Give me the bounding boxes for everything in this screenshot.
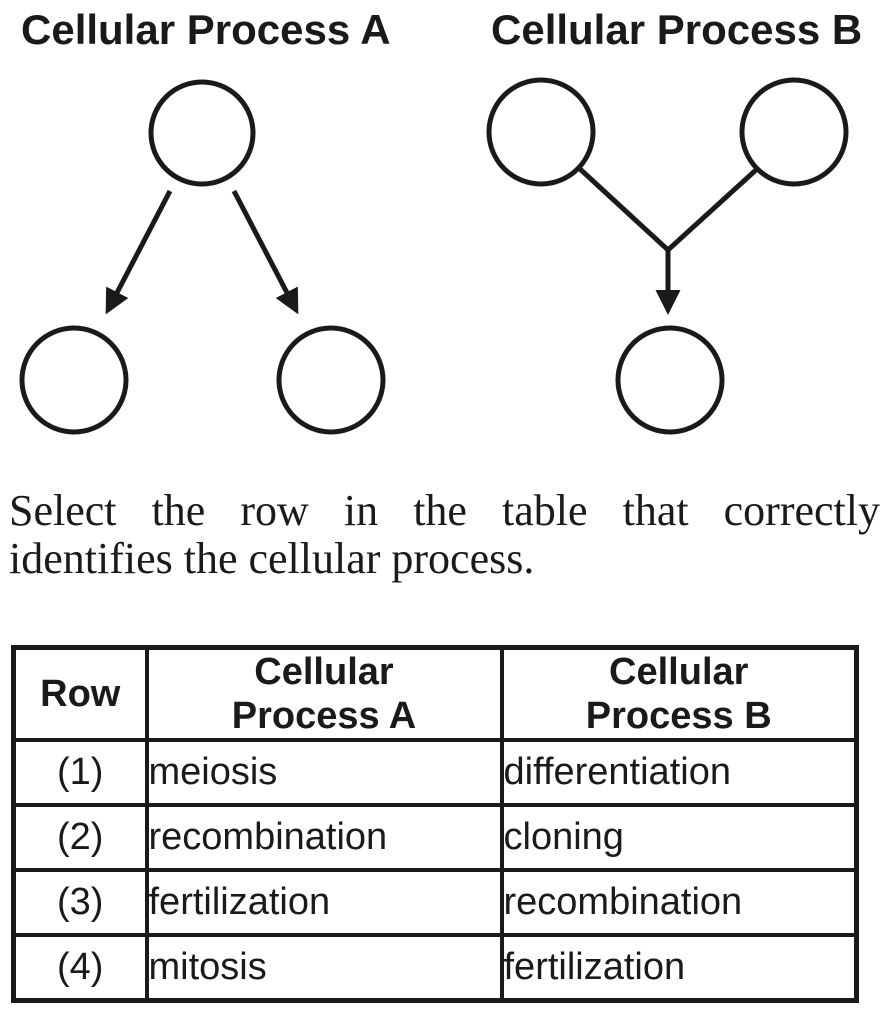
diagram-a-title: Cellular Process A bbox=[21, 6, 391, 53]
row-label-cell: (2) bbox=[11, 803, 149, 872]
answer-table: Row Cellular Process A Cellular Process … bbox=[11, 645, 859, 1003]
answer-row-2[interactable]: (2) recombination cloning bbox=[11, 803, 859, 872]
row-label-cell: (1) bbox=[11, 738, 149, 807]
diagram-b-title: Cellular Process B bbox=[491, 6, 863, 53]
header-process-b: Cellular Process B bbox=[499, 645, 859, 742]
question-line-1: Select the row in the table that correct… bbox=[9, 486, 880, 535]
header-row-label: Row bbox=[11, 645, 149, 742]
answer-row-1[interactable]: (1) meiosis differentiation bbox=[11, 738, 859, 807]
process-b-cell: fertilization bbox=[499, 933, 859, 1003]
division-arrow-right bbox=[231, 189, 299, 315]
process-b-cell: recombination bbox=[499, 868, 859, 937]
cell-process-diagrams bbox=[19, 77, 849, 435]
parent-cell-circle bbox=[148, 79, 256, 187]
question-text: Select the row in the table that correct… bbox=[9, 487, 880, 583]
fusing-cell-circle-left bbox=[486, 77, 596, 187]
process-a-cell: meiosis bbox=[144, 738, 504, 807]
process-a-cell: mitosis bbox=[144, 933, 504, 1003]
row-label-cell: (3) bbox=[11, 868, 149, 937]
process-a-cell: recombination bbox=[144, 803, 504, 872]
process-b-cell: cloning bbox=[499, 803, 859, 872]
table-header-row: Row Cellular Process A Cellular Process … bbox=[11, 645, 859, 742]
fusion-merge-lines bbox=[578, 167, 759, 254]
fused-cell-circle bbox=[615, 325, 725, 435]
row-label-cell: (4) bbox=[11, 933, 149, 1003]
answer-row-3[interactable]: (3) fertilization recombination bbox=[11, 868, 859, 937]
question-line-2: identifies the cellular process. bbox=[9, 534, 535, 583]
diagram-b-graphic bbox=[486, 77, 849, 435]
process-a-cell: fertilization bbox=[144, 868, 504, 937]
daughter-cell-circle-right bbox=[276, 325, 386, 435]
daughter-cell-circle-left bbox=[19, 325, 129, 435]
fusing-cell-circle-right bbox=[739, 77, 849, 187]
diagram-a-graphic bbox=[19, 79, 386, 435]
process-b-cell: differentiation bbox=[499, 738, 859, 807]
division-arrow-left bbox=[105, 189, 173, 315]
header-process-a: Cellular Process A bbox=[144, 645, 504, 742]
answer-row-4[interactable]: (4) mitosis fertilization bbox=[11, 933, 859, 1003]
